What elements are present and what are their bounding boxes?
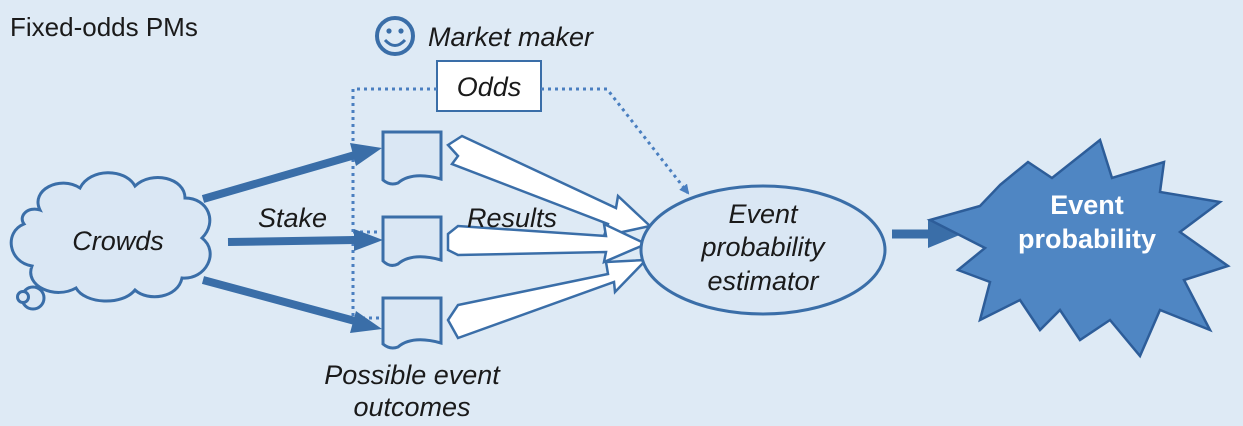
outcome-document-3 <box>381 296 443 350</box>
output-arrow <box>892 220 962 248</box>
estimator-label-line-2: probability <box>700 232 826 262</box>
smiley-face-icon <box>375 16 415 56</box>
event-probability-burst <box>926 137 1231 359</box>
stake-label: Stake <box>258 203 327 233</box>
diagram-title: Fixed-odds PMs <box>10 12 198 42</box>
estimator-label-line-3: estimator <box>707 266 819 296</box>
stake-arrows <box>201 143 383 333</box>
results-label: Results <box>467 203 557 233</box>
market-maker-label: Market maker <box>428 22 594 52</box>
outcomes-label-line-2: outcomes <box>353 392 470 422</box>
estimator-ellipse <box>639 184 887 316</box>
odds-label: Odds <box>457 72 522 102</box>
outcome-document-2 <box>381 215 443 267</box>
crowds-label: Crowds <box>72 226 164 256</box>
event-probability-label-line-1: Event <box>1050 190 1124 220</box>
outcome-documents <box>381 130 443 350</box>
event-probability-label-line-2: probability <box>1018 224 1156 254</box>
results-arrows <box>446 134 653 340</box>
outcomes-label-line-1: Possible event <box>324 360 501 390</box>
outcome-document-1 <box>381 130 443 186</box>
odds-box <box>436 60 542 112</box>
estimator-label-line-1: Event <box>728 199 799 229</box>
crowds-cloud <box>9 171 212 311</box>
